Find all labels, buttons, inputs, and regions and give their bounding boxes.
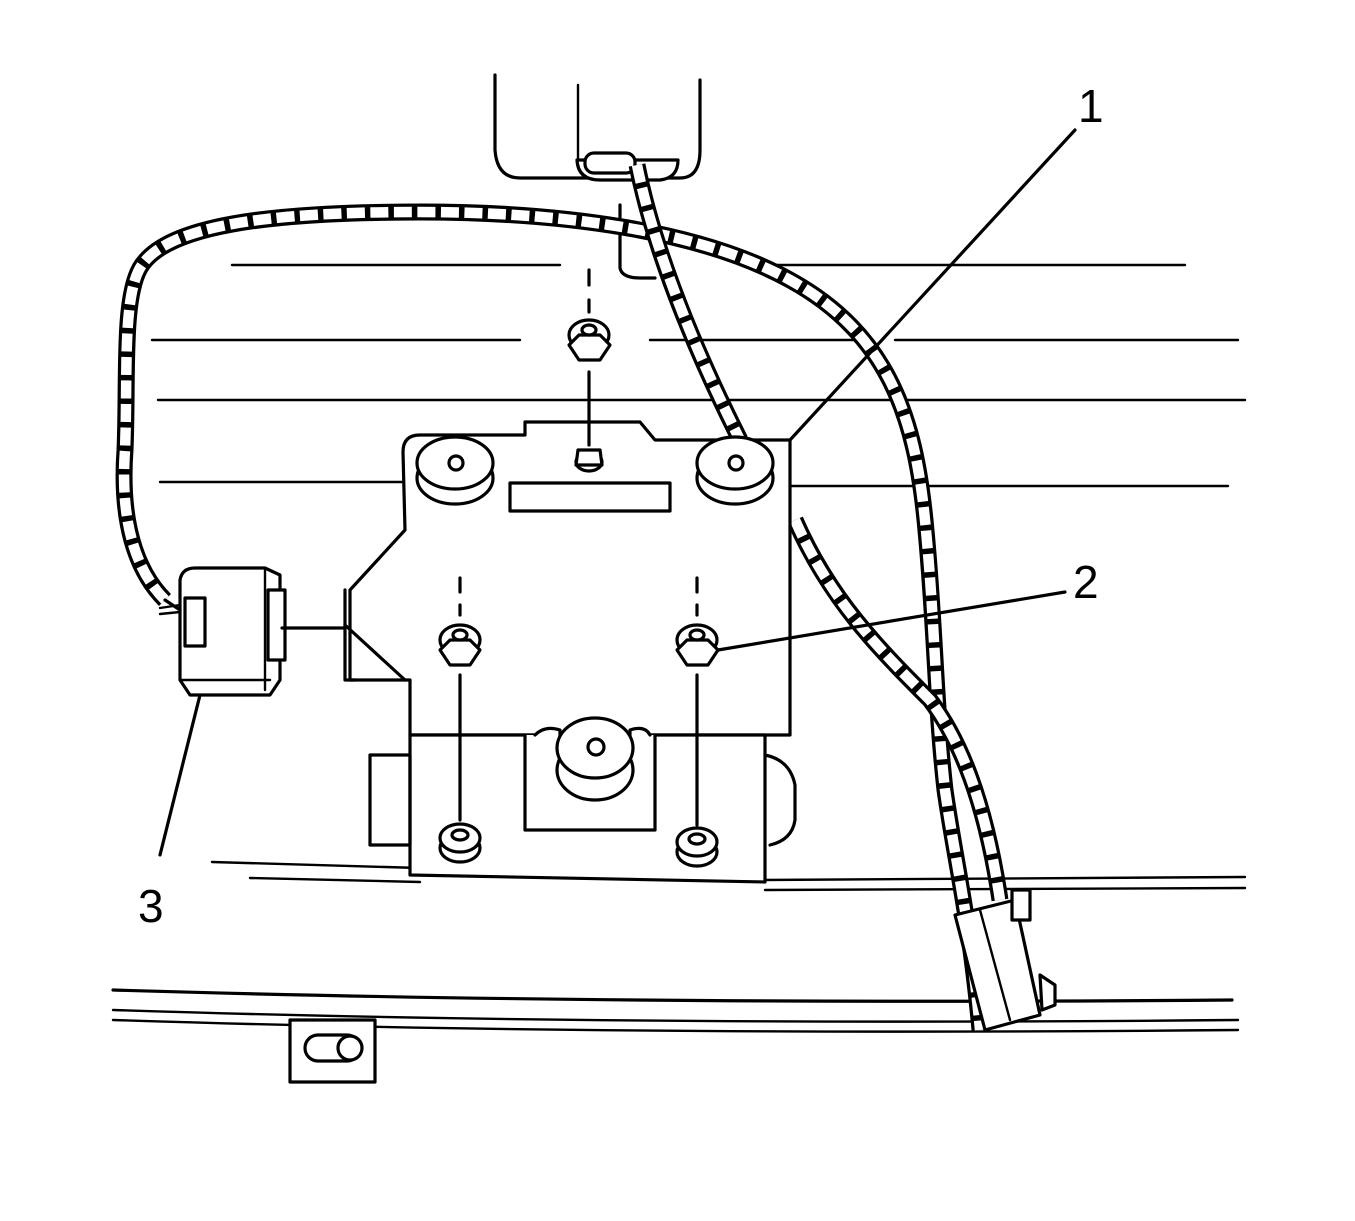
nut-fasteners: [438, 268, 720, 827]
callout-leader-lines: [158, 128, 1077, 857]
module-housing: [343, 420, 797, 884]
lower-trim-panel: [111, 988, 1240, 1033]
callout-2: 2: [1073, 556, 1099, 608]
leader-1: [788, 128, 1077, 442]
wiring-harness: [115, 203, 989, 1031]
inline-harness-connector: [953, 888, 1057, 1032]
callout-labels: 1 2 3: [138, 80, 1104, 932]
leader-3: [158, 693, 202, 857]
retaining-clip: [288, 1018, 377, 1084]
callout-3: 3: [138, 880, 164, 932]
panel-lines: [150, 263, 1247, 892]
electrical-connector: [158, 566, 347, 697]
callout-1: 1: [1078, 80, 1104, 132]
upper-mount-bracket: [493, 73, 702, 280]
harness-branch: [628, 163, 1009, 902]
leader-2: [716, 590, 1067, 652]
